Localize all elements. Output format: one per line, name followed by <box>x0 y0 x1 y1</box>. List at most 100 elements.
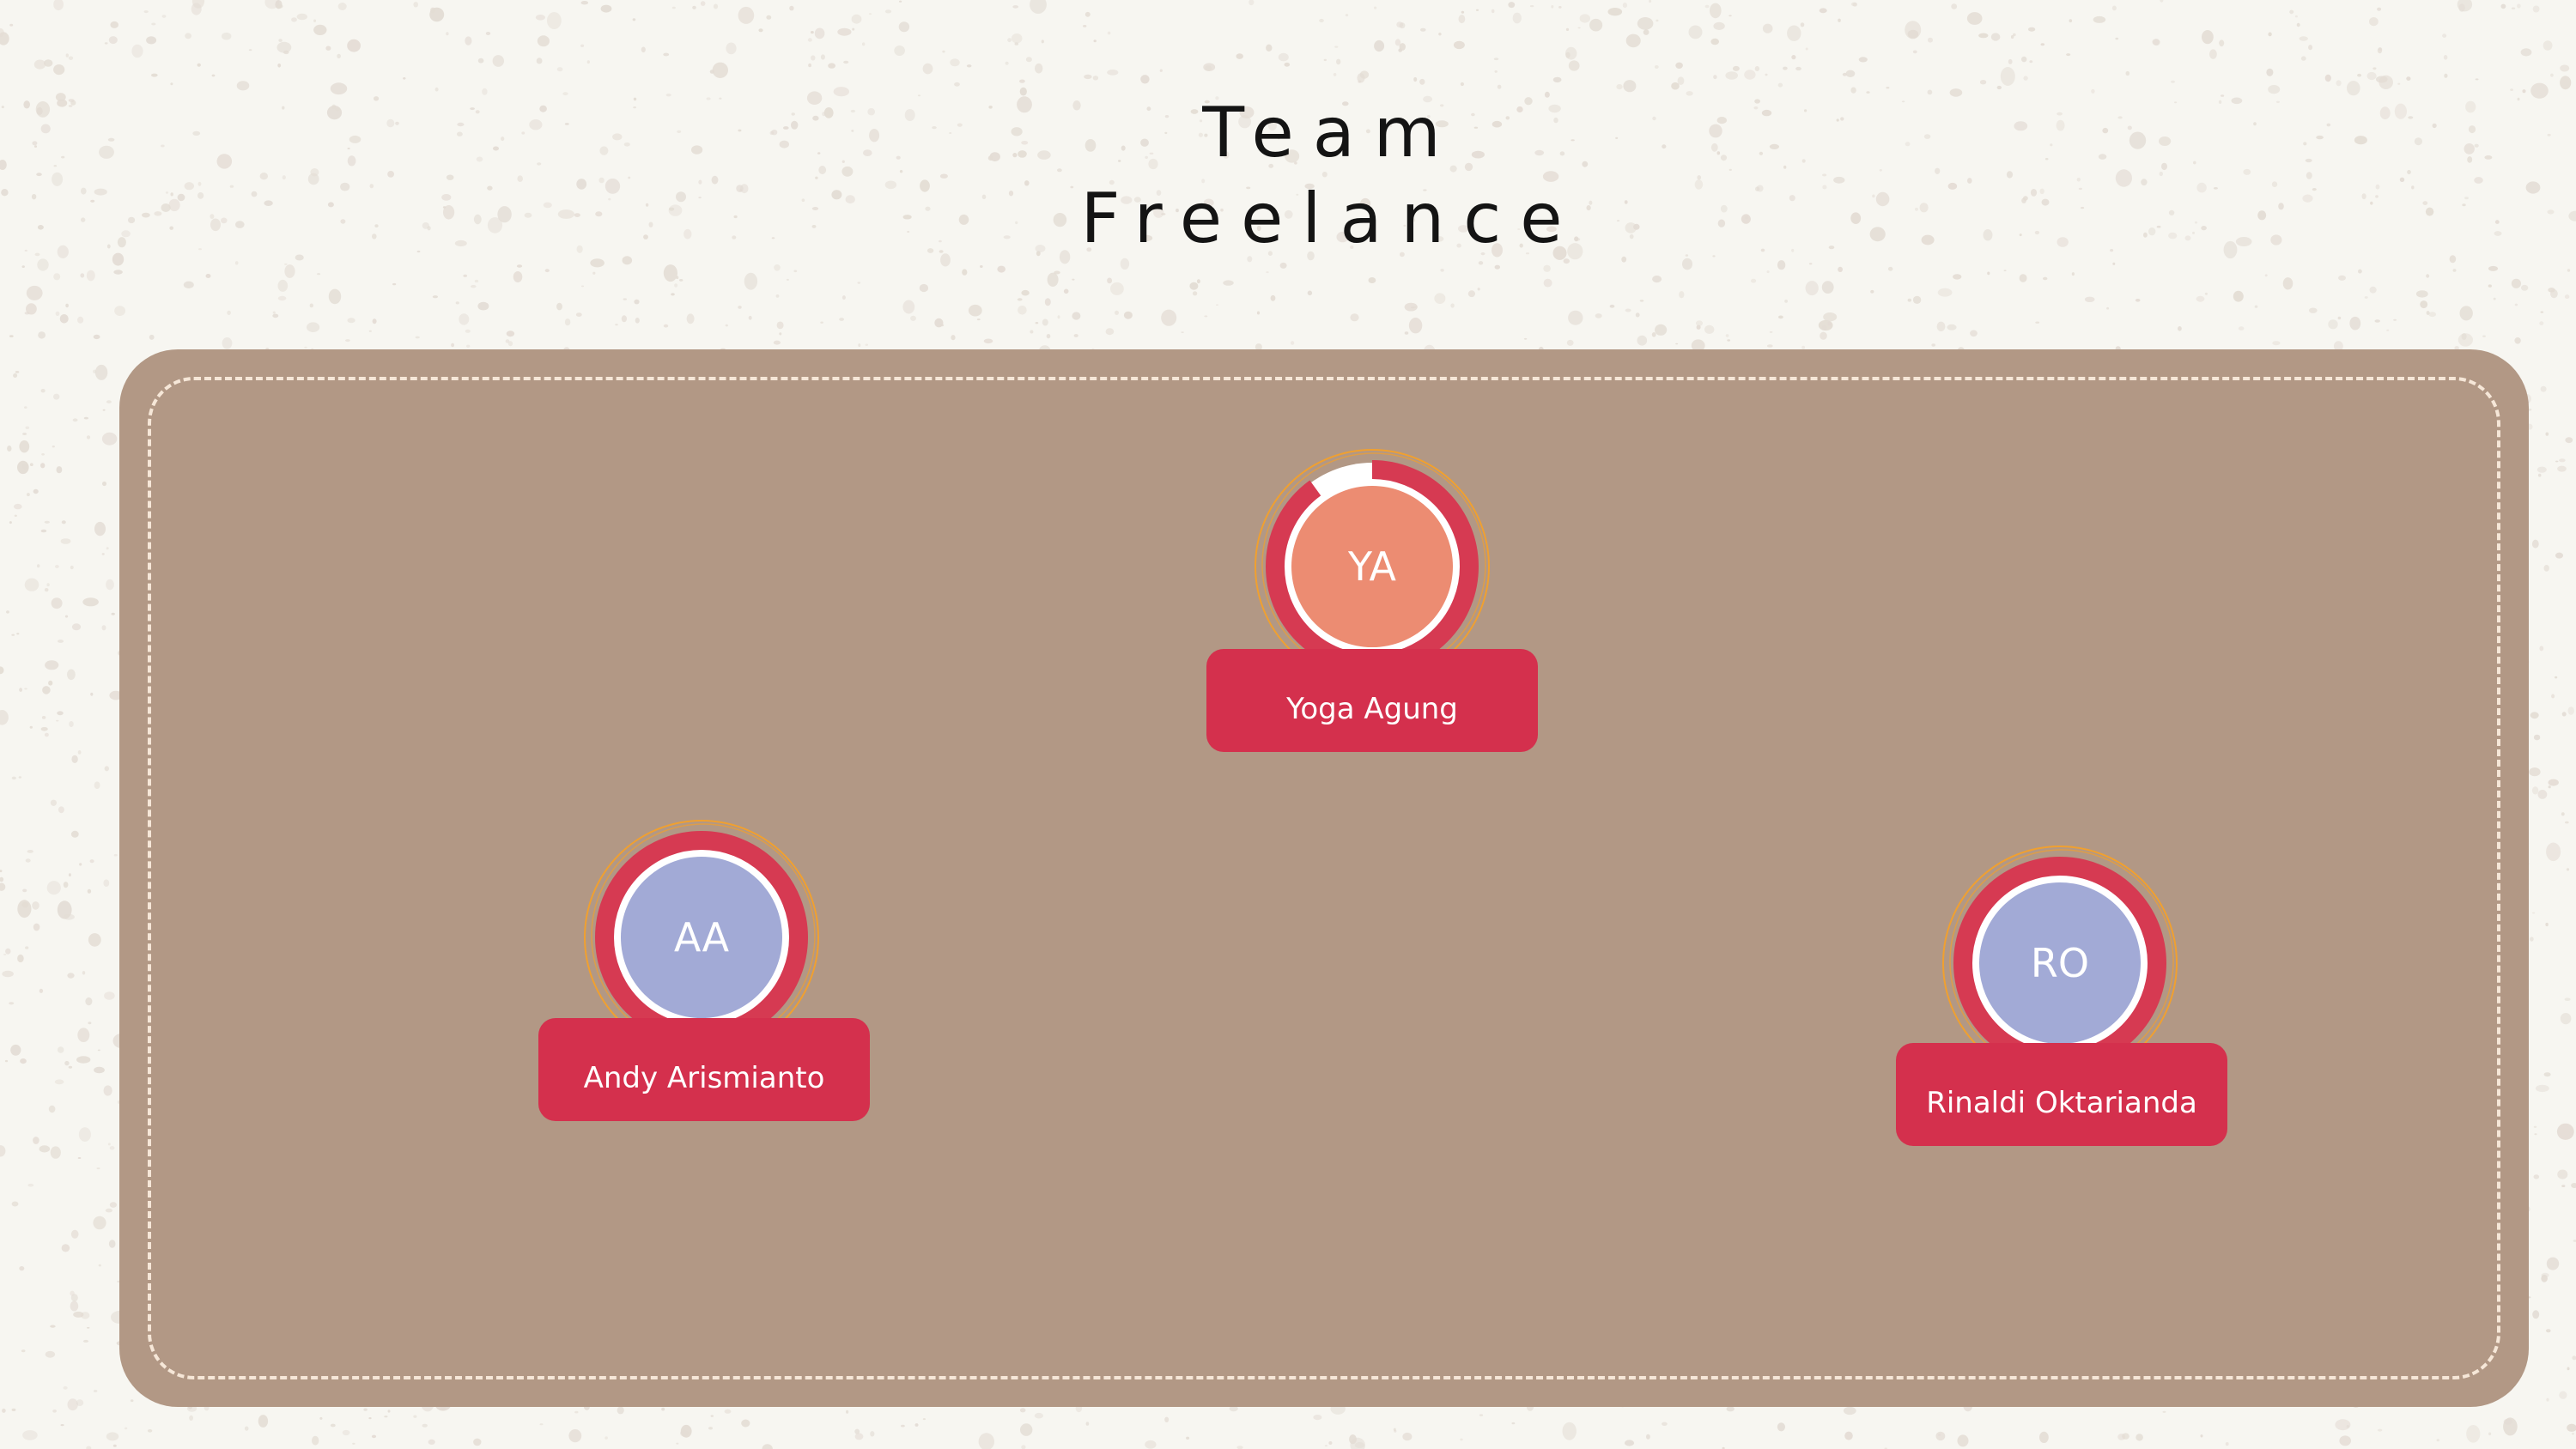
speckle <box>808 63 811 68</box>
speckle <box>77 1157 82 1159</box>
speckle <box>473 214 482 225</box>
speckle <box>1458 15 1466 24</box>
speckle <box>773 340 781 345</box>
speckle <box>117 1280 120 1283</box>
speckle <box>2377 7 2382 11</box>
speckle <box>1789 195 1795 202</box>
speckle <box>2372 67 2377 70</box>
speckle <box>374 224 379 227</box>
speckle <box>2426 274 2430 278</box>
speckle <box>487 185 493 191</box>
speckle <box>858 343 861 348</box>
speckle <box>282 106 285 110</box>
speckle <box>2377 1428 2383 1432</box>
speckle <box>2136 1434 2143 1441</box>
speckle <box>2461 333 2467 340</box>
speckle <box>1186 1436 1190 1440</box>
speckle <box>958 214 969 225</box>
speckle <box>121 230 131 238</box>
speckle <box>2111 5 2117 11</box>
speckle <box>2393 318 2397 321</box>
speckle <box>1966 12 1983 25</box>
speckle <box>11 634 15 636</box>
speckle <box>374 96 380 101</box>
speckle <box>101 432 118 446</box>
speckle <box>1189 282 1199 290</box>
speckle <box>1822 173 1827 177</box>
speckle <box>902 215 912 220</box>
member-card-rinaldi-oktarianda[interactable]: RO Rinaldi Oktarianda <box>1894 843 2229 1152</box>
speckle <box>2324 74 2331 82</box>
speckle <box>2503 1418 2513 1425</box>
speckle <box>1652 276 1662 283</box>
speckle <box>2546 1397 2549 1402</box>
speckle <box>428 1439 435 1445</box>
speckle <box>2336 80 2342 87</box>
speckle <box>939 250 944 253</box>
speckle <box>635 318 640 324</box>
speckle <box>1072 100 1081 111</box>
speckle <box>1024 180 1030 186</box>
speckle <box>27 493 30 497</box>
speckle <box>387 171 394 178</box>
speckle <box>1651 332 1656 337</box>
speckle <box>2420 300 2428 309</box>
speckle <box>2572 1433 2574 1435</box>
speckle <box>1083 25 1087 27</box>
speckle <box>1025 57 1032 63</box>
member-card-yoga-agung[interactable]: YA Yoga Agung <box>1206 446 1541 755</box>
speckle <box>622 256 633 265</box>
speckle <box>1145 155 1148 159</box>
speckle <box>205 274 211 278</box>
speckle <box>2023 76 2028 81</box>
speckle <box>820 54 825 60</box>
speckle <box>191 3 202 15</box>
member-card-andy-arismianto[interactable]: AA Andy Arismianto <box>538 817 873 1126</box>
speckle <box>2361 193 2366 200</box>
speckle <box>2432 123 2437 129</box>
speckle <box>997 265 1005 273</box>
speckle <box>2511 278 2521 288</box>
speckle <box>296 13 307 21</box>
speckle <box>2202 30 2214 45</box>
speckle <box>854 1433 864 1440</box>
speckle <box>42 686 51 694</box>
speckle <box>1246 186 1251 190</box>
speckle <box>962 269 968 276</box>
speckle <box>1334 45 1339 48</box>
speckle <box>2056 119 2065 131</box>
speckle <box>2531 912 2536 914</box>
speckle <box>617 1406 624 1415</box>
speckle <box>1637 17 1654 30</box>
speckle <box>21 901 29 908</box>
speckle <box>90 692 94 696</box>
speckle <box>1012 153 1018 158</box>
speckle <box>1923 134 1931 139</box>
speckle <box>1850 212 1862 224</box>
speckle <box>1624 1440 1635 1446</box>
speckle <box>1215 96 1219 100</box>
speckle <box>80 273 85 278</box>
speckle <box>1821 281 1834 294</box>
speckle <box>56 719 59 722</box>
speckle <box>700 1 706 6</box>
speckle <box>142 212 150 218</box>
speckle <box>1084 11 1091 17</box>
speckle <box>1393 1428 1396 1432</box>
speckle <box>1516 106 1523 113</box>
speckle <box>325 45 331 51</box>
speckle <box>1181 331 1184 333</box>
speckle <box>574 213 580 218</box>
speckle <box>1304 183 1315 190</box>
speckle <box>278 39 283 42</box>
speckle <box>2530 937 2534 942</box>
speckle <box>71 755 78 764</box>
speckle <box>1427 115 1431 118</box>
speckle <box>146 36 157 45</box>
speckle <box>352 1442 355 1445</box>
speckle <box>1146 106 1151 112</box>
speckle <box>67 1398 78 1411</box>
speckle <box>1003 235 1011 239</box>
speckle <box>2522 89 2526 94</box>
speckle <box>1800 22 1805 27</box>
